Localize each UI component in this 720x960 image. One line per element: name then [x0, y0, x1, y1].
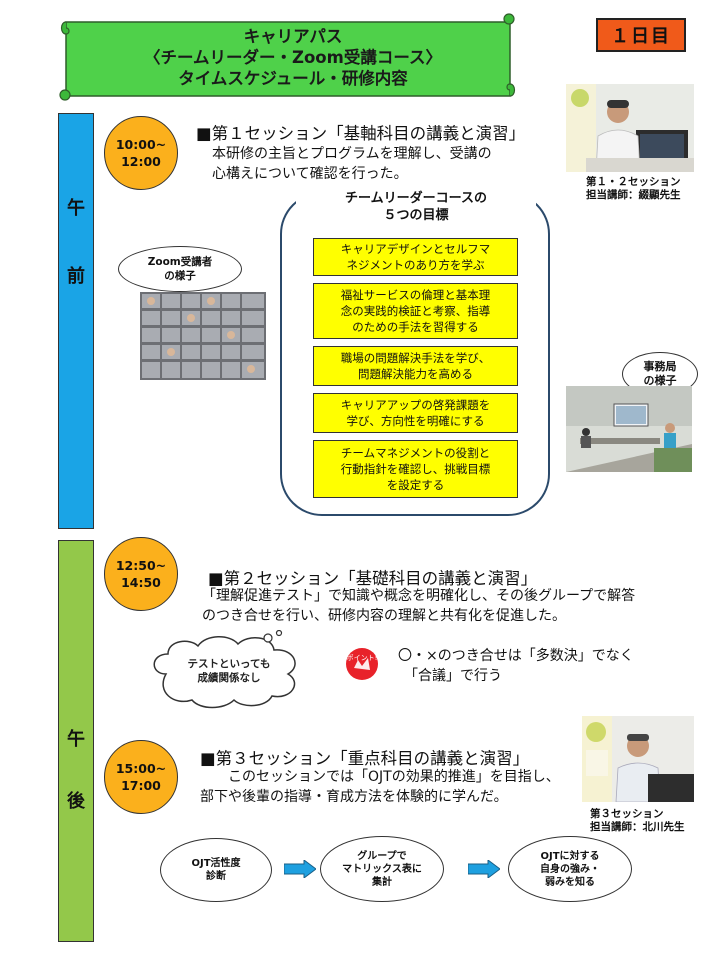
- test-note-cloud: テストといっても 成績関係なし: [146, 630, 312, 710]
- session1-body-line-2: 心構えについて確認を行った。: [212, 166, 408, 182]
- session1-body: 本研修の主旨とプログラムを理解し、受講の 心構えについて確認を行った。: [212, 144, 492, 184]
- lecturer-caption-1-line-2: 担当講師：綴顯先生: [586, 189, 681, 201]
- flow-3-line-3: 弱みを知る: [545, 876, 595, 888]
- office-photo: [566, 386, 692, 472]
- goal-item-5: チームマネジメントの役割と行動指針を確認し、挑戦目標を設定する: [313, 440, 518, 498]
- title-banner: キャリアパス 〈チームリーダー・Zoom受講コース〉 タイムスケジュール・研修内…: [58, 12, 520, 102]
- goal-3-line-1: 職場の問題解決手法を学び、: [340, 351, 491, 365]
- office-bubble-line-1: 事務局: [643, 360, 677, 373]
- point-label: ポイント!: [347, 654, 378, 662]
- flow-3-line-2: 自身の強み・: [540, 863, 600, 875]
- goal-5-line-1: チームマネジメントの役割と: [340, 446, 491, 460]
- point-note: 〇・×のつき合せは「多数決」でなく 「合議」で行う: [398, 646, 634, 686]
- morning-bar: 午 前: [58, 113, 94, 529]
- session2-body: 「理解促進テスト」で知識や概念を明確化し、その後グループで解答 のつき合せを行い…: [202, 586, 635, 626]
- session1-time-start: 10:00~: [115, 137, 167, 152]
- goal-2-line-2: 念の実践的検証と考察、指導: [340, 304, 491, 318]
- goal-2-line-1: 福祉サービスの倫理と基本理: [340, 288, 491, 302]
- session1-heading: ■第１セッション「基軸科目の講義と演習」: [196, 124, 526, 143]
- goal-1-line-2: ネジメントのあり方を学ぶ: [346, 258, 485, 272]
- lecturer-caption-2-line-2: 担当講師：北川先生: [590, 821, 685, 833]
- goals-title-line-2: ５つの目標: [383, 208, 449, 223]
- goal-item-2: 福祉サービスの倫理と基本理念の実践的検証と考察、指導のための手法を習得する: [313, 283, 518, 339]
- goal-1-line-1: キャリアデザインとセルフマ: [340, 242, 491, 256]
- afternoon-char-2: 後: [67, 791, 85, 812]
- goals-title: チームリーダーコースの ５つの目標: [296, 190, 536, 224]
- goal-4-line-1: キャリアアップの啓発課題を: [340, 398, 491, 412]
- flow-step-1: OJT活性度診断: [160, 838, 272, 902]
- session3-heading: ■第３セッション「重点科目の講義と演習」: [200, 749, 530, 768]
- flow-step-2: グループでマトリックス表に集計: [320, 836, 444, 902]
- goal-5-line-3: を設定する: [386, 478, 445, 492]
- flow-arrow-1: [283, 859, 317, 879]
- session2-time-end: 14:50: [121, 575, 161, 590]
- goal-item-3: 職場の問題解決手法を学び、問題解決能力を高める: [313, 346, 518, 386]
- session2-time-start: 12:50~: [115, 558, 167, 573]
- session2-body-line-1: 「理解促進テスト」で知識や概念を明確化し、その後グループで解答: [202, 588, 636, 604]
- session3-body-line-1: このセッションでは「OJTの効果的推進」を目指し、: [228, 769, 560, 785]
- goal-item-1: キャリアデザインとセルフマネジメントのあり方を学ぶ: [313, 238, 518, 276]
- page-title: キャリアパス 〈チームリーダー・Zoom受講コース〉 タイムスケジュール・研修内…: [88, 26, 498, 89]
- flow-step-3: OJTに対する自身の強み・弱みを知る: [508, 836, 632, 902]
- session3-time-start: 15:00~: [115, 761, 167, 776]
- title-line-2: 〈チームリーダー・Zoom受講コース〉: [143, 48, 442, 67]
- goal-3-line-2: 問題解決能力を高める: [358, 367, 473, 381]
- session3-time: 15:00~ 17:00: [104, 740, 178, 814]
- flow-1-line-1: OJT活性度: [191, 858, 241, 869]
- morning-char-2: 前: [67, 266, 85, 287]
- lecturer-caption-2-line-1: 第３セッション: [590, 808, 664, 820]
- point-note-line-2: 「合議」で行う: [404, 668, 502, 684]
- cloud-line-1: テストといっても: [187, 658, 271, 670]
- zoom-bubble-line-2: の様子: [164, 270, 196, 282]
- session1-body-line-1: 本研修の主旨とプログラムを理解し、受講の: [212, 146, 492, 162]
- lecturer-caption-2: 第３セッション 担当講師：北川先生: [590, 808, 685, 834]
- session2-heading: ■第２セッション「基礎科目の講義と演習」: [208, 569, 538, 588]
- goal-item-4: キャリアアップの啓発課題を学び、方向性を明確にする: [313, 393, 518, 433]
- zoom-participants-bubble: Zoom受講者 の様子: [118, 246, 242, 292]
- session2-body-line-2: のつき合せを行い、研修内容の理解と共有化を促進した。: [202, 608, 566, 624]
- session3-time-end: 17:00: [121, 778, 161, 793]
- session1-time-end: 12:00: [121, 154, 161, 169]
- session1-time: 10:00~ 12:00: [104, 116, 178, 190]
- zoom-bubble-line-1: Zoom受講者: [147, 256, 213, 268]
- day-badge: １日目: [596, 18, 686, 52]
- flow-1-line-2: 診断: [205, 871, 226, 882]
- lecturer-photo-2: [582, 716, 694, 802]
- cloud-line-2: 成績関係なし: [197, 672, 261, 684]
- goal-5-line-2: 行動指針を確認し、挑戦目標: [340, 462, 491, 476]
- zoom-participants-photo: [140, 292, 266, 380]
- morning-char-1: 午: [67, 198, 85, 219]
- flow-2-line-1: グループで: [357, 850, 407, 862]
- session3-body-line-2: 部下や後輩の指導・育成方法を体験的に学んだ。: [200, 789, 508, 805]
- lecturer-caption-1-line-1: 第１・２セッション: [586, 176, 681, 188]
- office-bubble-line-2: の様子: [643, 374, 677, 387]
- point-icon: ポイント!: [344, 646, 380, 682]
- flow-2-line-2: マトリックス表に: [342, 863, 422, 875]
- point-note-line-1: 〇・×のつき合せは「多数決」でなく: [398, 648, 634, 664]
- lecturer-caption-1: 第１・２セッション 担当講師：綴顯先生: [586, 176, 681, 202]
- session3-body: このセッションでは「OJTの効果的推進」を目指し、 部下や後輩の指導・育成方法を…: [200, 767, 560, 807]
- goals-title-line-1: チームリーダーコースの: [345, 191, 487, 206]
- goal-2-line-3: のための手法を習得する: [352, 320, 479, 334]
- title-line-1: キャリアパス: [243, 27, 343, 46]
- goal-4-line-2: 学び、方向性を明確にする: [346, 414, 485, 428]
- session2-time: 12:50~ 14:50: [104, 537, 178, 611]
- lecturer-photo-1: [566, 84, 694, 172]
- afternoon-bar: 午 後: [58, 540, 94, 942]
- flow-3-line-1: OJTに対する: [540, 850, 600, 862]
- title-line-3: タイムスケジュール・研修内容: [178, 69, 408, 88]
- afternoon-char-1: 午: [67, 729, 85, 750]
- flow-2-line-3: 集計: [371, 876, 392, 888]
- flow-arrow-2: [467, 859, 501, 879]
